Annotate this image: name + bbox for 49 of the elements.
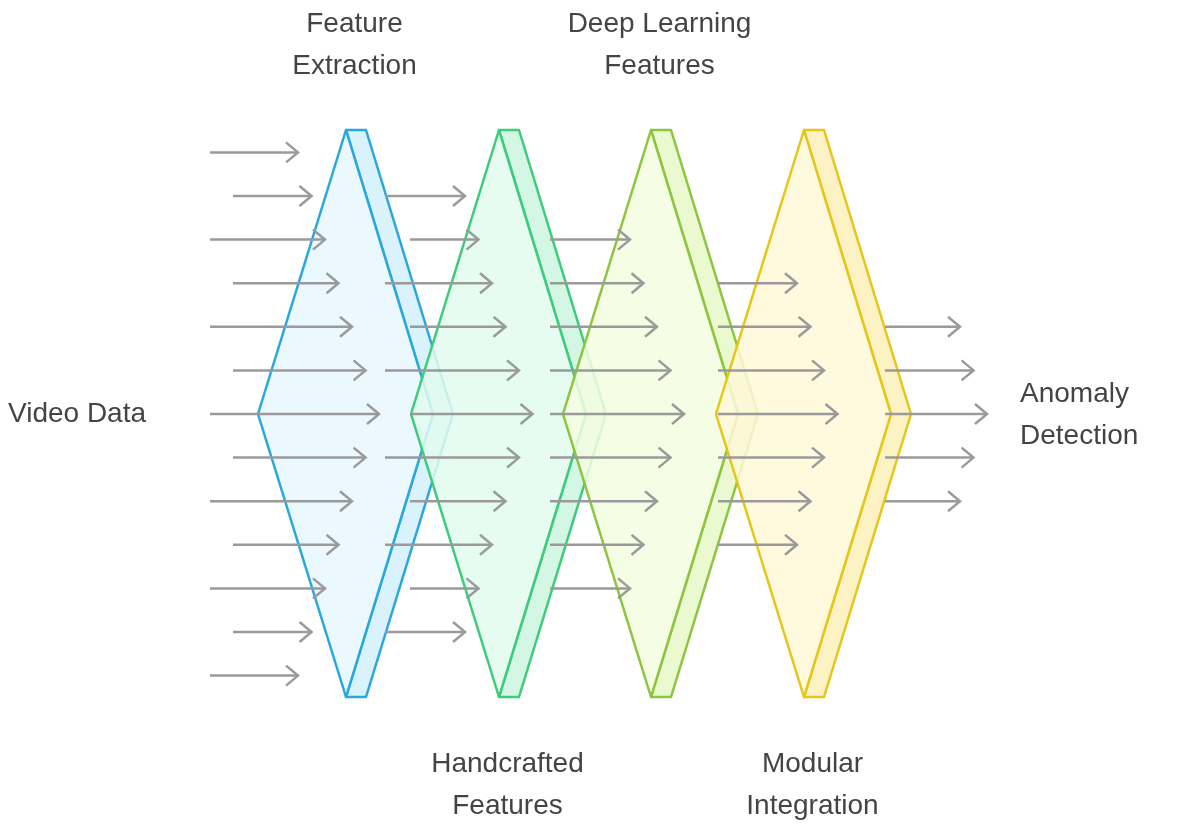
arrow [385, 271, 494, 295]
arrow [550, 315, 659, 339]
arrow [550, 446, 672, 469]
arrow [885, 489, 962, 513]
arrow [718, 359, 826, 382]
stage-label: Anomaly Detection [1020, 372, 1180, 456]
arrow [410, 402, 534, 426]
arrow [550, 489, 659, 513]
arrow [210, 489, 354, 513]
arrow [410, 228, 480, 251]
arrow [385, 620, 467, 644]
arrow [385, 446, 521, 469]
arrow [410, 489, 507, 513]
arrow [233, 271, 340, 295]
arrow [718, 489, 812, 513]
arrow [550, 228, 632, 251]
arrow [210, 141, 300, 164]
stage-label: Feature Extraction [291, 6, 418, 82]
arrow [410, 577, 480, 600]
arrow [210, 664, 300, 687]
arrow [210, 228, 327, 251]
arrow [233, 533, 340, 557]
stage-label: Modular Integration [745, 746, 880, 822]
stage-label: Handcrafted Features [430, 746, 585, 822]
arrow [550, 577, 632, 600]
arrow [210, 577, 327, 600]
arrow [233, 359, 367, 382]
arrow [233, 620, 313, 644]
arrow [210, 315, 354, 339]
arrow [385, 533, 494, 557]
arrow [550, 402, 686, 426]
arrow [718, 315, 812, 339]
arrow [718, 271, 799, 295]
arrow [385, 184, 467, 208]
arrow [233, 446, 367, 469]
arrow [718, 402, 839, 426]
stage-label: Deep Learning Features [566, 6, 753, 82]
arrow [718, 446, 826, 469]
arrow [550, 533, 645, 557]
arrow [718, 533, 799, 557]
arrow [233, 184, 313, 208]
arrow [885, 315, 962, 339]
arrow [385, 359, 521, 382]
arrow [550, 271, 645, 295]
arrow [550, 359, 672, 382]
arrow [885, 402, 989, 426]
stage-label: Video Data [8, 392, 147, 434]
arrow [210, 402, 381, 426]
arrow [410, 315, 507, 339]
